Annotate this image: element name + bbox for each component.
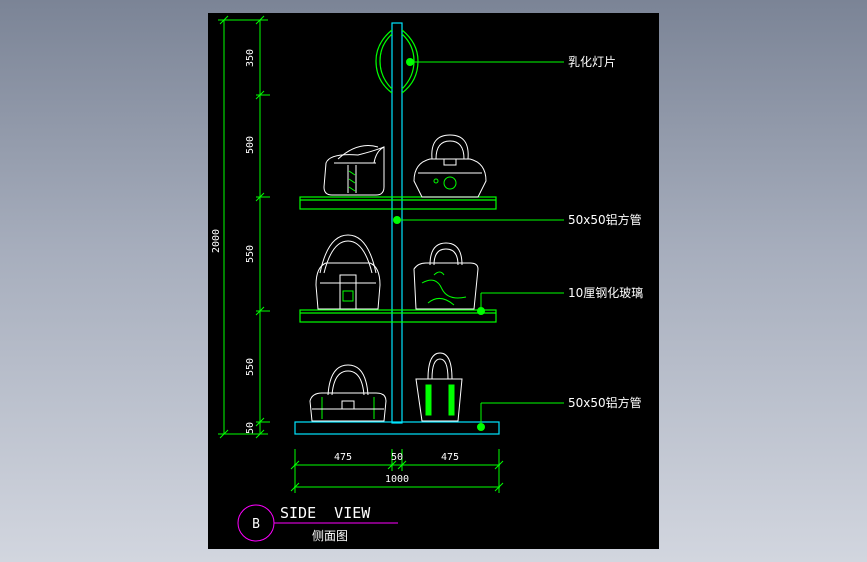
lamp-diffuser [375,29,419,94]
dim-segment-upper-shelf: 500 [245,136,256,154]
handbag-upper-right [413,134,487,198]
callout-leaders [393,58,564,431]
handbag-lower-left [309,364,387,422]
dim-segment-base: 50 [245,422,256,434]
dim-right-width: 475 [441,452,459,463]
callout-lamp-label: 乳化灯片 [568,55,616,69]
dim-pole-width: 50 [391,452,403,463]
upper-shelf [299,196,497,210]
dim-segment-lower-shelf: 550 [245,358,256,376]
callout-tube-lower-label: 50x50铝方管 [568,395,642,410]
callout-tube-upper-label: 50x50铝方管 [568,212,642,227]
vertical-dimension-chain [218,15,270,439]
title-block [237,504,398,542]
title-chinese: 侧面图 [312,529,348,543]
vertical-pole [391,22,403,424]
dim-left-width: 475 [334,452,352,463]
base-plate [294,421,500,435]
horizontal-dimension-chain [290,449,504,493]
cad-drawing-canvas: 2000 350 500 550 550 50 [208,13,659,549]
handbag-lower-right [415,352,463,422]
dim-total-height: 2000 [211,229,222,253]
dim-segment-lamp: 350 [245,49,256,67]
side-view-drawing: 2000 350 500 550 550 50 [211,15,643,543]
dim-segment-middle-shelf: 550 [245,245,256,263]
handbag-middle-right [413,242,479,310]
handbag-middle-left [315,234,381,310]
title-english: SIDE VIEW [280,504,371,522]
title-marker-letter: B [252,517,260,532]
handbag-upper-left [323,145,385,196]
middle-shelf [299,309,497,323]
dim-total-width: 1000 [385,474,409,485]
callout-glass-label: 10厘钢化玻璃 [568,286,643,300]
shelves [299,196,497,323]
